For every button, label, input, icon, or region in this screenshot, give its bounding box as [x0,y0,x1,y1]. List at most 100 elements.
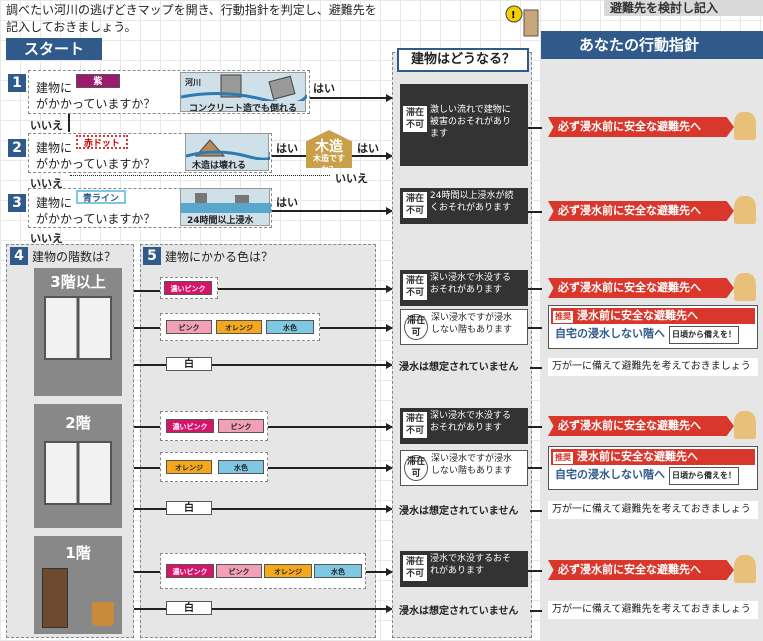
wood-no: いいえ [335,172,368,185]
step-1-yes-arrowhead [386,94,393,102]
result-2f-deep-box: 滞在不可深い浸水で水没するおそれがあります [400,408,528,444]
result-3f-none: 浸水は想定されていません [399,362,519,373]
conn-3f-deep [528,288,542,290]
result-3f-deep-tag: 滞在不可 [403,274,427,300]
result-3f-deep-box: 滞在不可深い浸水で水没するおそれがあります [400,270,528,306]
start-label: スタート [6,38,102,60]
floor-2-card: 2階 [34,404,122,528]
recommend-3f-line1: 推奨浸水前に安全な避難先へ [551,308,755,324]
row-1f-white-arrow [212,608,392,610]
conn-3f-ok [528,327,542,329]
svg-text:!: ! [511,10,516,21]
person-illustration: ! [478,0,542,38]
step-1-number: 1 [8,74,26,92]
conn-2f-deep [528,426,542,428]
floor-3-connector-c [134,364,166,366]
row-3f-deep-arrowhead [386,285,393,293]
step-2-number: 2 [8,139,26,157]
result-2f-none: 浸水は想定されていません [399,506,519,517]
floor-3-connector-b [134,327,160,329]
floor-3-label: 3階以上 [50,273,106,291]
intro-text: 調べたい河川の逃げどきマップを開き、行動指針を判定し、避難先を記入しておきましょ… [6,3,377,34]
recommend-2f-line2: 自宅の浸水しない階へ日頃から備えを！ [549,467,757,485]
floor-1-connector-a [134,571,160,573]
step-3-no: いいえ [30,232,63,245]
step-3-pic-caption: 24時間以上浸水 [187,216,254,226]
recommend-3f-sub: 日頃から備えを！ [669,326,739,344]
action-prepare-2f: 万が一に備えて避難先を考えておきましょう [548,501,758,519]
wood-no-line [70,175,330,176]
conn-1 [528,127,542,129]
deep-pink-swatch-1f: 濃いピンク [166,564,214,578]
step-2-pic-caption: 木造は壊れる [192,161,247,171]
action-prepare-1f: 万が一に備えて避難先を考えておきましょう [548,601,758,619]
row-3f-white-arrow [212,364,392,366]
step-2-yes-line [272,155,306,157]
step-3-label-pre: 建物に [36,196,73,210]
result-1f-text: 浸水で水没するおそれがあります [430,554,512,576]
recommend-2f-sub: 日頃から備えを！ [669,467,739,485]
orange-swatch: オレンジ [216,320,262,334]
white-swatch-1f: 白 [166,601,212,615]
row-3f-ok-arrow [320,327,392,329]
evacuee-icon [734,411,756,439]
floor-3-card: 3階以上 [34,268,122,396]
action-evacuate-3: 必ず浸水前に安全な避難先へ [548,201,734,221]
blue-line-swatch: 青ライン [75,190,126,204]
row-2f-deep-arrow [268,426,392,428]
light-blue-swatch: 水色 [266,320,314,334]
wood-question: 木造ですか？ [313,154,345,174]
floor-1-label: 1階 [65,544,91,562]
flowerpot-icon [92,602,114,626]
pink-swatch: ピンク [166,320,212,334]
row-2f-ok-arrow [268,467,392,469]
evacuee-icon [734,555,756,583]
floor-2-window [44,441,112,505]
recommend-3f-text2: 自宅の浸水しない階へ [555,327,665,340]
action-evacuate-1: 必ず浸水前に安全な避難先へ [548,117,734,137]
conn-2f-none [530,510,542,512]
row-2f-ok-arrowhead [386,464,393,472]
result-1-tag: 滞在不可 [403,106,427,132]
recommend-2f-text2: 自宅の浸水しない階へ [555,468,665,481]
action-evacuate-2f: 必ず浸水前に安全な避難先へ [548,416,734,436]
conn-1f [528,570,542,572]
action-evacuate-1f: 必ず浸水前に安全な避難先へ [548,560,734,580]
action-prepare-3f: 万が一に備えて避難先を考えておきましょう [548,358,758,376]
step-1-question: 建物に 紫 がかかっていますか？ [36,74,186,112]
door-icon [42,568,68,628]
row-2f-white-arrowhead [386,505,393,513]
result-2f-deep-text: 深い浸水で水没するおそれがあります [430,411,512,433]
action-recommend-3f: 推奨浸水前に安全な避難先へ 自宅の浸水しない階へ日頃から備えを！ [548,305,758,349]
pink-swatch-1f: ピンク [216,564,262,578]
step-2-picture: 木造は壊れる [185,133,270,171]
white-swatch-2f: 白 [166,501,212,515]
result-1-text: 激しい流れで建物に被害のおそれがあります [430,105,512,139]
result-2f-deep-tag: 滞在不可 [403,412,427,438]
floor-2-connector-b [134,467,160,469]
evacuee-icon [734,112,756,140]
step-2-label-pre: 建物に [36,141,73,155]
orange-swatch-1f: オレンジ [264,564,312,578]
step-2-yes: はい [276,142,298,155]
row-2f-deep-arrowhead [386,423,393,431]
step-1-label-post: がかかっていますか？ [36,97,156,111]
floor-2-connector-a [134,426,160,428]
step-4-number: 4 [10,247,28,265]
result-3f-ok-box: 滞在可深い浸水ですが浸水しない階もあります [400,309,528,345]
conn-2f-ok [528,467,542,469]
recommend-3f-badge: 推奨 [553,311,573,323]
step-3-picture: 24時間以上浸水 [180,188,271,226]
evacuee-icon [734,196,756,224]
row-1f-white-arrowhead [386,605,393,613]
step-1-label-pre: 建物に [36,81,73,95]
red-dot-swatch: 赤ドット [75,135,128,149]
result-1f-box: 滞在不可浸水で水没するおそれがあります [400,551,528,587]
result-1f-tag: 滞在不可 [403,555,427,581]
conn-3f-none [530,367,542,369]
result-2f-ok-tag: 滞在可 [404,455,428,481]
recommend-2f-line1: 推奨浸水前に安全な避難先へ [551,449,755,465]
step-1-no: いいえ [30,119,63,132]
step-3-yes-arrowhead [386,207,393,215]
conn-3 [528,211,542,213]
